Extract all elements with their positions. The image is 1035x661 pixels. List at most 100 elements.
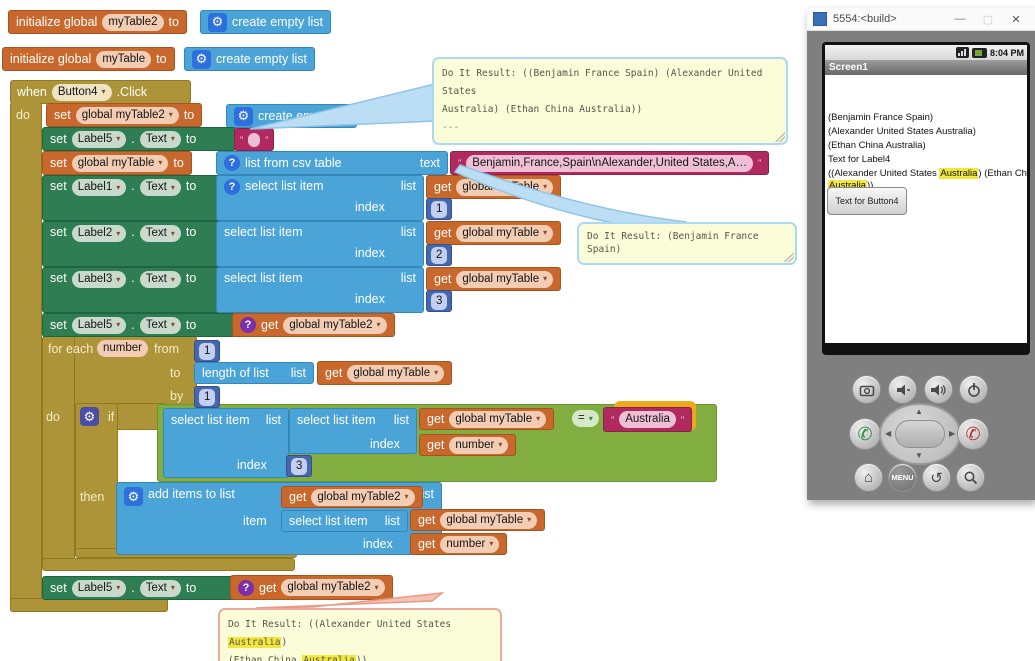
emulator-titlebar[interactable]: 5554:<build> — ▢ ✕ [807,8,1035,31]
var-dropdown-global-mytable2[interactable]: global myTable2▾ [75,106,179,124]
select-list-item-block-3[interactable]: select list item list [216,267,424,313]
power-button[interactable] [959,375,988,404]
set-label5-text-block-3[interactable]: set Label5▾ . Text▾ to [42,576,236,600]
close-button[interactable]: ✕ [1011,13,1021,26]
select-list-item-block-2[interactable]: select list item list [216,221,424,267]
list-from-csv-table-block[interactable]: ? list from csv table text [216,151,448,175]
dpad-left-icon[interactable]: ◀ [885,429,892,438]
component-dropdown-label5[interactable]: Label5▾ [71,130,127,148]
australia-string-block[interactable]: " Australia " [603,407,693,432]
when-button4-click-block[interactable]: when Button4▾ .Click [10,80,154,104]
var-dropdown[interactable]: global myTable▾ [440,511,538,529]
number-block-if-index[interactable]: 3 [286,455,313,477]
number-block-1[interactable]: 1 [426,198,453,220]
select-list-item-block-1[interactable]: ? select list item list [216,175,424,221]
back-button[interactable]: ↺ [922,463,951,492]
if-block-arm[interactable] [75,403,118,555]
set-label5-text-block-1[interactable]: set Label5▾ . Text▾ to [42,127,236,151]
property-dropdown-text[interactable]: Text▾ [139,225,181,242]
component-dropdown-label1[interactable]: Label1▾ [71,179,127,196]
doit-result-bubble-bottom[interactable]: Do It Result: ((Alexander United States … [218,608,502,661]
dpad-down-icon[interactable]: ▼ [915,451,923,460]
var-dropdown[interactable]: global myTable▾ [456,178,554,196]
when-block-bottom[interactable] [10,598,168,612]
number-block-by[interactable]: 1 [194,386,221,408]
create-empty-list-block-3[interactable]: ⚙ create empty list [226,104,358,128]
get-global-mytable-block-2[interactable]: get global myTable▾ [426,221,562,245]
empty-string-block[interactable]: " " [234,128,275,151]
dpad-center-button[interactable] [895,420,945,448]
end-call-button[interactable]: ✆ [957,418,989,450]
var-dropdown[interactable]: global myTable▾ [449,410,547,428]
get-global-mytable2-block-2[interactable]: get global myTable2▾ [281,486,423,508]
init-global-mytable-block[interactable]: initialize global myTable to [2,47,175,71]
select-list-item-block-4[interactable]: select list item list [281,510,408,532]
doit-result-bubble-top[interactable]: Do It Result: ((Benjamin France Spain) (… [432,57,788,146]
var-dropdown[interactable]: global myTable▾ [456,270,554,288]
set-label3-text-block[interactable]: set Label3▾ . Text▾ to [42,267,236,313]
loop-var-number[interactable]: number [97,340,148,357]
australia-string-value[interactable]: Australia [619,411,676,428]
number-block-2[interactable]: 2 [426,244,453,266]
number-value[interactable]: 3 [431,292,448,310]
init-global-mytable2-block[interactable]: initialize global myTable2 to [8,10,187,34]
resize-handle[interactable] [775,132,785,143]
resize-handle[interactable] [784,251,794,262]
minimize-button[interactable]: — [954,12,966,25]
mutator-gear-icon[interactable]: ⚙ [208,12,227,32]
get-global-mytable-block-1[interactable]: get global myTable▾ [426,175,562,199]
property-dropdown-text[interactable]: Text▾ [139,130,181,148]
var-dropdown-global-mytable[interactable]: global myTable▾ [71,154,169,172]
var-name-mytable2[interactable]: myTable2 [102,13,164,31]
call-button[interactable]: ✆ [849,418,881,450]
app-button4[interactable]: Text for Button4 [827,187,907,215]
number-value[interactable]: 1 [199,388,216,406]
number-value[interactable]: 1 [199,342,216,360]
var-dropdown[interactable]: global myTable▾ [347,364,445,382]
select-list-item-block-inner[interactable]: select list item list [289,408,417,454]
var-dropdown[interactable]: global myTable▾ [456,224,554,242]
volume-up-button[interactable] [924,375,953,404]
number-block-from[interactable]: 1 [194,340,221,362]
operator-dropdown-equals[interactable]: =▾ [572,410,599,427]
help-icon[interactable]: ? [240,317,256,333]
help-icon[interactable]: ? [224,179,240,195]
number-value[interactable]: 1 [431,200,448,218]
volume-down-button[interactable] [888,375,917,404]
dpad-right-icon[interactable]: ▶ [949,429,956,438]
get-global-mytable-block-4[interactable]: get global myTable▾ [317,361,453,385]
create-empty-list-block-1[interactable]: ⚙ create empty list [200,10,332,34]
empty-string-value[interactable] [248,132,261,147]
component-dropdown-label2[interactable]: Label2▾ [71,225,127,242]
set-label2-text-block[interactable]: set Label2▾ . Text▾ to [42,221,236,267]
get-global-mytable2-block-3[interactable]: ? get global myTable2▾ [230,575,393,600]
dpad-control[interactable]: ▲ ▼ ◀ ▶ [879,403,961,465]
doit-result-bubble-mid[interactable]: Do It Result: (Benjamin France Spain) [577,222,797,265]
set-label5-text-block-2[interactable]: set Label5▾ . Text▾ to [42,313,236,337]
search-button[interactable] [956,463,985,492]
property-dropdown-text[interactable]: Text▾ [139,179,181,196]
get-number-block-2[interactable]: get number▾ [410,533,508,555]
component-dropdown-label3[interactable]: Label3▾ [71,271,127,288]
menu-button[interactable]: MENU [888,463,917,492]
camera-button[interactable] [852,375,881,404]
csv-string-value[interactable]: Benjamin,France,Spain\nAlexander,United … [466,154,754,172]
get-global-mytable-block-5[interactable]: get global myTable▾ [419,408,555,430]
create-empty-list-block-2[interactable]: ⚙ create empty list [184,47,316,71]
if-mutator-gear-icon[interactable]: ⚙ [80,407,99,426]
foreach-block-arm[interactable] [42,336,75,568]
get-number-block-1[interactable]: get number▾ [419,434,517,456]
var-dropdown[interactable]: global myTable2▾ [283,316,387,334]
maximize-button[interactable]: ▢ [982,13,994,26]
var-name-mytable[interactable]: myTable [96,50,152,68]
mutator-gear-icon[interactable]: ⚙ [234,106,253,126]
component-dropdown-label5[interactable]: Label5▾ [71,579,127,597]
component-dropdown-button4[interactable]: Button4▾ [51,83,112,101]
number-value[interactable]: 3 [291,457,308,475]
help-icon[interactable]: ? [238,579,254,596]
help-icon[interactable]: ? [224,155,240,171]
set-global-mytable-block[interactable]: set global myTable▾ to [42,151,192,175]
length-of-list-block[interactable]: length of list list [194,362,314,384]
get-global-mytable-block-3[interactable]: get global myTable▾ [426,267,562,291]
select-list-item-block-outer[interactable]: select list item list [163,408,289,478]
